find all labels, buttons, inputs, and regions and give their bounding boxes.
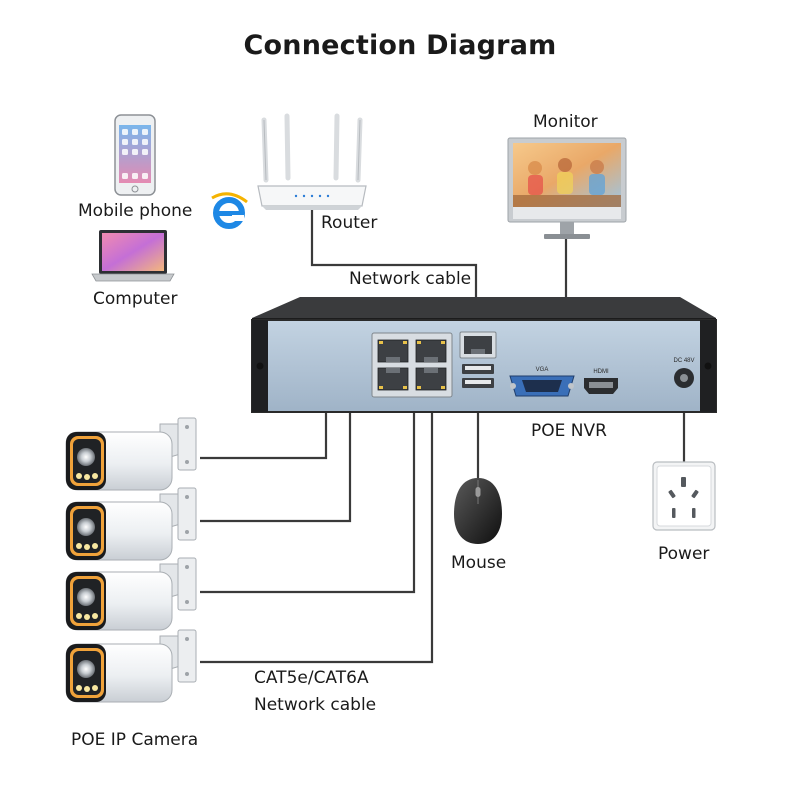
- bullet-camera-icon: [65, 629, 197, 703]
- cable-camera-4: [200, 392, 434, 664]
- label-poe-ip-camera: POE IP Camera: [71, 730, 199, 750]
- poe-ports: [371, 332, 453, 398]
- hdmi-port: [584, 378, 618, 394]
- label-network-cable-bottom: Network cable: [254, 695, 377, 715]
- poe-nvr-device: [251, 297, 717, 413]
- page-title: Connection Diagram: [243, 30, 557, 61]
- smartphone-icon: [114, 114, 156, 196]
- browser-e-icon: [211, 192, 248, 229]
- bullet-camera-icon: [65, 557, 197, 631]
- power-socket-icon: [652, 461, 716, 531]
- monitor-icon: [507, 137, 627, 239]
- dc-port-text: DC 48V: [673, 358, 694, 364]
- laptop-icon: [91, 230, 175, 282]
- router-icon: [257, 113, 367, 210]
- dc-power-port: [674, 368, 694, 388]
- label-monitor: Monitor: [533, 112, 598, 132]
- label-cable-type: CAT5e/CAT6A: [254, 668, 369, 688]
- bullet-camera-icon: [65, 417, 197, 491]
- lan-usb-ports: [459, 331, 497, 388]
- label-power: Power: [658, 544, 710, 564]
- ip-cameras: [65, 417, 197, 703]
- mouse-icon: [454, 478, 502, 544]
- label-mouse: Mouse: [451, 553, 507, 573]
- label-mobile-phone: Mobile phone: [78, 201, 193, 221]
- label-computer: Computer: [93, 289, 178, 309]
- hdmi-port-text: HDMI: [593, 369, 609, 375]
- label-network-cable-top: Network cable: [349, 269, 472, 289]
- label-router: Router: [321, 213, 378, 233]
- vga-port-text: VGA: [536, 367, 549, 373]
- cable-camera-3: [200, 392, 416, 594]
- vga-port: [509, 375, 575, 397]
- bullet-camera-icon: [65, 487, 197, 561]
- label-poe-nvr: POE NVR: [531, 421, 607, 441]
